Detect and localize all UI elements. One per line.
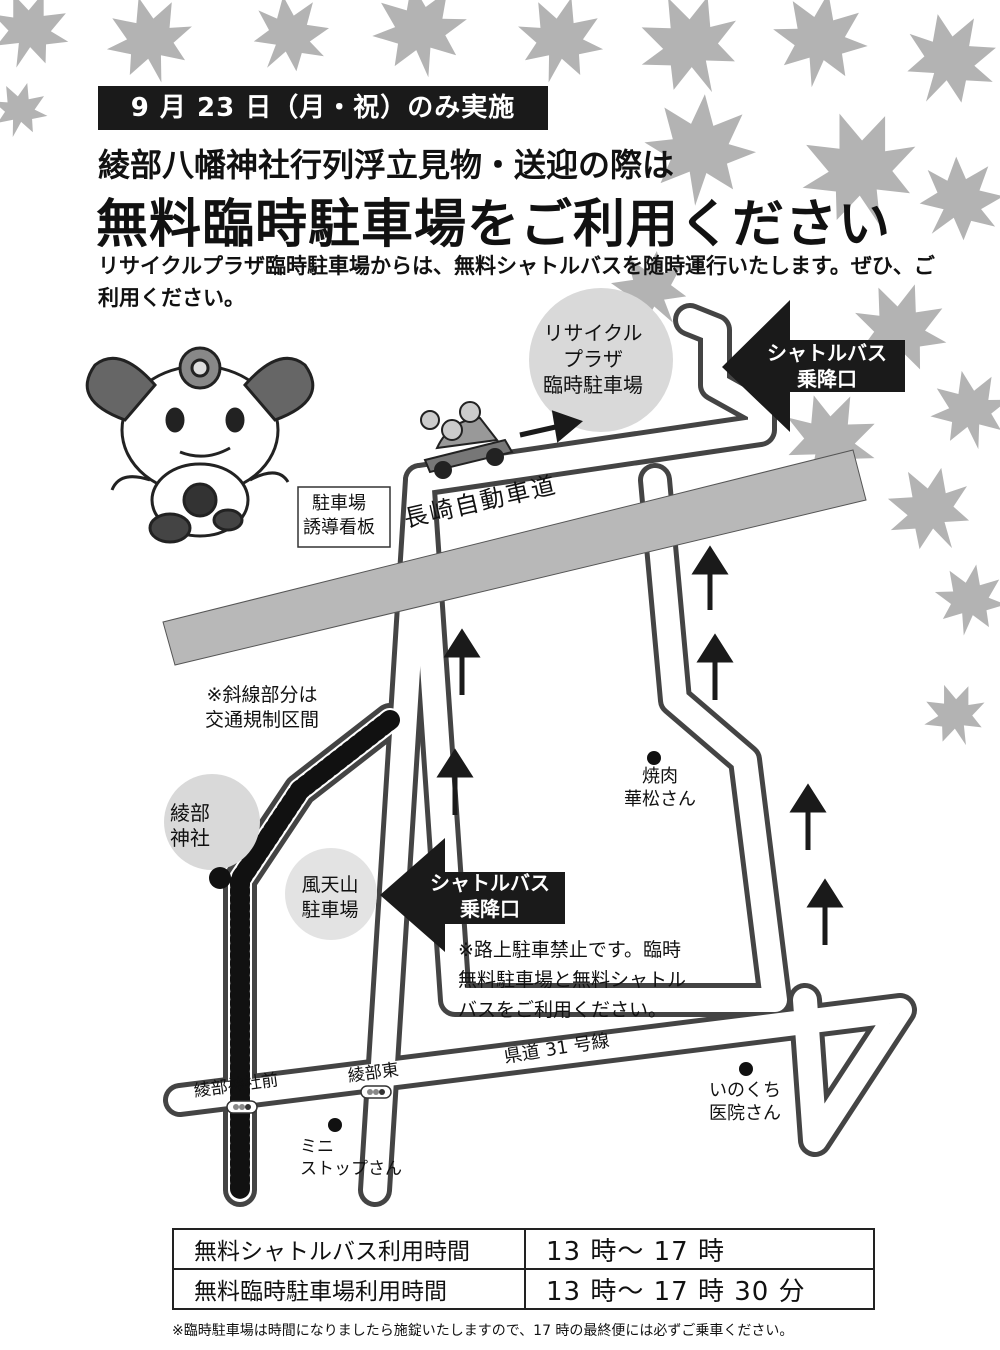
restricted-note-line: ※斜線部分は <box>206 684 318 706</box>
parking-sign-line: 駐車場 <box>312 493 366 514</box>
yakiniku-line: 焼肉 <box>642 766 678 787</box>
mascot-character <box>85 346 315 544</box>
shuttle-label-line: 乗降口 <box>460 897 520 921</box>
recycle-plaza-line: プラザ <box>563 347 623 371</box>
parking-sign-label: 駐車場 誘導看板 <box>303 492 375 540</box>
traffic-signal-icon <box>360 1085 392 1099</box>
recycle-plaza-line: 臨時駐車場 <box>543 373 643 397</box>
futenzan-bubble <box>285 848 377 940</box>
ayabe-shrine-dot <box>209 867 231 889</box>
footnote: ※臨時駐車場は時間になりましたら施錠いたしますので、17 時の最終便には必ずご乗… <box>172 1323 794 1339</box>
direction-arrow <box>436 748 474 815</box>
shuttle-stop-south-label: シャトルバス 乗降口 <box>420 870 560 922</box>
direction-arrow <box>519 410 583 443</box>
ayabe-shrine-line: 綾部 <box>170 801 210 825</box>
restricted-note-line: 交通規制区間 <box>205 709 320 731</box>
ayabe-shrine-label: 綾部 神社 <box>160 801 220 851</box>
restricted-note: ※斜線部分は 交通規制区間 <box>205 683 319 733</box>
direction-arrow <box>691 545 729 610</box>
clinic-dot <box>739 1062 753 1076</box>
hours-table: 無料シャトルバス利用時間 13 時～ 17 時 無料臨時駐車場利用時間 13 時… <box>172 1228 875 1310</box>
yakiniku-line: 華松さん <box>624 789 696 810</box>
date-banner: 9 月 23 日（月・祝）のみ実施 <box>98 86 548 130</box>
hours-value: 13 時～ 17 時 <box>524 1228 875 1270</box>
subtitle: 綾部八幡神社行列浮立見物・送迎の際は <box>98 146 675 184</box>
shuttle-label-line: シャトルバス <box>430 871 550 895</box>
ministop-line: ミニ <box>300 1137 334 1157</box>
direction-arrow <box>789 783 827 850</box>
recycle-plaza-label: リサイクル プラザ 臨時駐車場 <box>518 320 668 398</box>
yakiniku-dot <box>647 751 661 765</box>
ministop-dot <box>328 1118 342 1132</box>
ayabe-shrine-bubble <box>164 774 260 870</box>
car-icon <box>420 401 514 479</box>
direction-arrow <box>696 633 734 700</box>
shuttle-stop-north-label: シャトルバス 乗降口 <box>767 340 887 392</box>
futenzan-parking-label: 風天山 駐車場 <box>290 873 370 923</box>
direction-arrow <box>806 878 844 945</box>
shuttle-stop-south-arrow <box>380 838 565 952</box>
clinic-line: いのくち <box>709 1080 781 1101</box>
hours-label: 無料臨時駐車場利用時間 <box>172 1268 526 1310</box>
ayabe-shrine-line: 神社 <box>170 826 210 850</box>
shuttle-stop-north-arrow <box>722 300 905 432</box>
no-parking-line: ※路上駐車禁止です。臨時 <box>458 939 682 961</box>
parking-sign-box <box>297 486 391 548</box>
table-row: 無料シャトルバス利用時間 13 時～ 17 時 <box>172 1228 875 1270</box>
shuttle-label-line: シャトルバス <box>767 341 887 365</box>
no-parking-line: バスをご利用ください。 <box>458 999 668 1021</box>
main-title: 無料臨時駐車場をご利用ください <box>96 195 892 255</box>
parking-sign-line: 誘導看板 <box>303 517 375 538</box>
expressway-band <box>162 449 867 666</box>
ministop-line: ストップさん <box>300 1159 402 1179</box>
futenzan-line: 風天山 <box>301 874 359 896</box>
no-parking-line: 無料駐車場と無料シャトル <box>458 969 687 991</box>
recycle-plaza-line: リサイクル <box>543 321 643 345</box>
no-parking-note: ※路上駐車禁止です。臨時 無料駐車場と無料シャトル バスをご利用ください。 <box>458 935 686 1025</box>
table-row: 無料臨時駐車場利用時間 13 時～ 17 時 30 分 <box>172 1268 875 1310</box>
futenzan-line: 駐車場 <box>301 899 359 921</box>
hours-value: 13 時～ 17 時 30 分 <box>524 1268 875 1310</box>
description: リサイクルプラザ臨時駐車場からは、無料シャトルバスを随時運行いたします。ぜひ、ご… <box>98 254 935 310</box>
inokuchi-clinic-label: いのくち 医院さん <box>690 1079 800 1125</box>
ministop-label: ミニ ストップさん <box>300 1136 402 1180</box>
traffic-signal-icon <box>226 1100 258 1114</box>
direction-arrow <box>443 628 481 695</box>
recycle-plaza-bubble <box>529 288 673 432</box>
shuttle-label-line: 乗降口 <box>797 367 857 391</box>
hours-label: 無料シャトルバス利用時間 <box>172 1228 526 1270</box>
yakiniku-label: 焼肉 華松さん <box>605 765 715 811</box>
clinic-line: 医院さん <box>709 1103 781 1124</box>
